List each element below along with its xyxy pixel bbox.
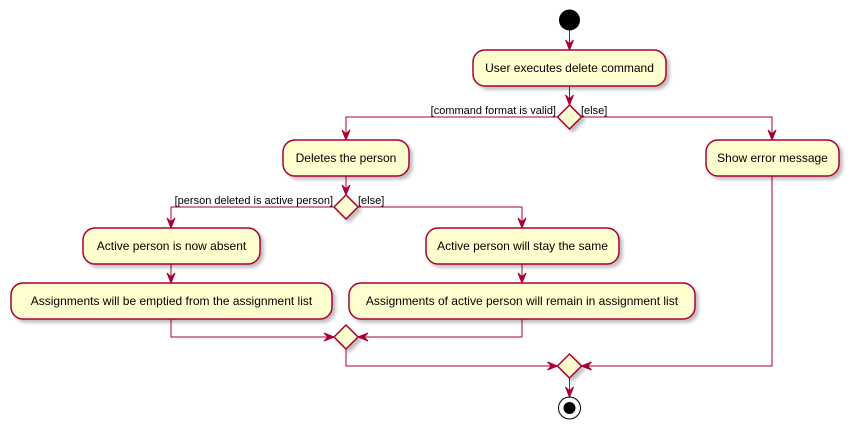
- arrow-head: [580, 361, 592, 371]
- edge-assignments-remain-to-merge1: [358, 319, 523, 338]
- action-assignments-remain: Assignments of active person will remain…: [348, 282, 696, 320]
- action-box: [10, 282, 333, 320]
- edge-decision2-to-active-absent: [170, 206, 334, 228]
- arrow-head: [166, 272, 176, 285]
- merge-outer: [556, 352, 583, 380]
- edge-decision2-to-active-same: [358, 206, 523, 228]
- arrow-head: [565, 386, 574, 399]
- arrow-head: [565, 94, 574, 107]
- arrow-head: [356, 332, 369, 342]
- arrow-head: [547, 361, 559, 371]
- end-node-ring: [558, 396, 581, 420]
- action-box: [705, 139, 840, 177]
- guard-format-valid: [command format is valid]: [431, 105, 556, 117]
- guard-format-else: [else]: [581, 105, 607, 117]
- decision-command-format: [556, 103, 583, 131]
- action-box: [472, 49, 667, 87]
- arrow-head: [166, 217, 176, 230]
- guard-deleted-active: [person deleted is active person]: [175, 195, 333, 207]
- arrow-head: [323, 332, 336, 342]
- arrow-head: [767, 129, 777, 142]
- action-show-error: Show error message: [705, 139, 840, 177]
- arrow-head: [517, 217, 527, 230]
- arrow-heads: [166, 39, 777, 399]
- start-node: [559, 9, 580, 31]
- end-node: [558, 396, 581, 420]
- merge-inner: [332, 323, 360, 351]
- action-label: Assignments will be emptied from the ass…: [31, 294, 313, 308]
- edge-decision1-to-deletes-person: [345, 116, 558, 140]
- action-user-executes: User executes delete command: [472, 49, 667, 87]
- decision-deleted-active: [332, 193, 360, 221]
- end-node-dot: [563, 402, 576, 414]
- action-label: Show error message: [717, 151, 828, 165]
- arrow-head: [341, 184, 351, 197]
- action-box: [282, 139, 410, 177]
- action-label: Deletes the person: [296, 151, 397, 165]
- action-deletes-person: Deletes the person: [282, 139, 410, 177]
- action-label: User executes delete command: [485, 61, 654, 75]
- action-box: [82, 227, 261, 265]
- action-label: Active person will stay the same: [437, 239, 608, 253]
- arrow-head: [517, 272, 527, 285]
- action-assignments-emptied: Assignments will be emptied from the ass…: [10, 282, 333, 320]
- arrow-head: [341, 129, 351, 142]
- action-active-absent: Active person is now absent: [82, 227, 261, 265]
- action-active-same: Active person will stay the same: [425, 227, 620, 265]
- edge-show-error-to-merge2: [581, 176, 773, 367]
- edge-merge1-to-merge2: [345, 349, 558, 367]
- action-box: [425, 227, 620, 265]
- connector-lines: [170, 30, 773, 397]
- action-label: Assignments of active person will remain…: [366, 294, 679, 308]
- action-box: [348, 282, 696, 320]
- action-label: Active person is now absent: [97, 239, 247, 253]
- edge-decision1-to-show-error: [581, 116, 773, 140]
- edge-assignments-emptied-to-merge1: [170, 319, 334, 338]
- arrow-head: [565, 39, 574, 52]
- guard-deleted-else: [else]: [358, 195, 384, 207]
